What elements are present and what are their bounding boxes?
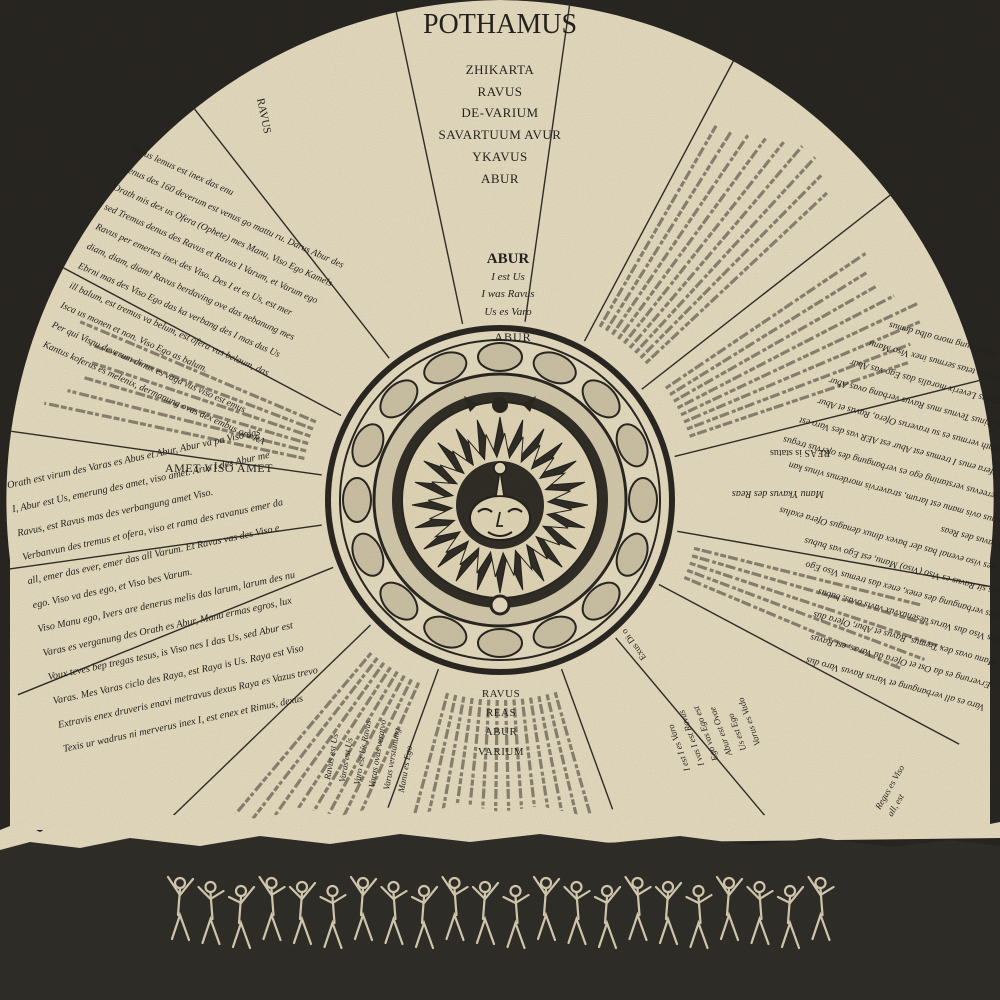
- artwork-canvas: POTHAMUS ZHIKARTA RAVUS DE-VARIUM SAVART…: [0, 0, 1000, 1000]
- album-artwork: POTHAMUS ZHIKARTA RAVUS DE-VARIUM SAVART…: [0, 0, 1000, 1000]
- grain-overlay: [0, 0, 1000, 1000]
